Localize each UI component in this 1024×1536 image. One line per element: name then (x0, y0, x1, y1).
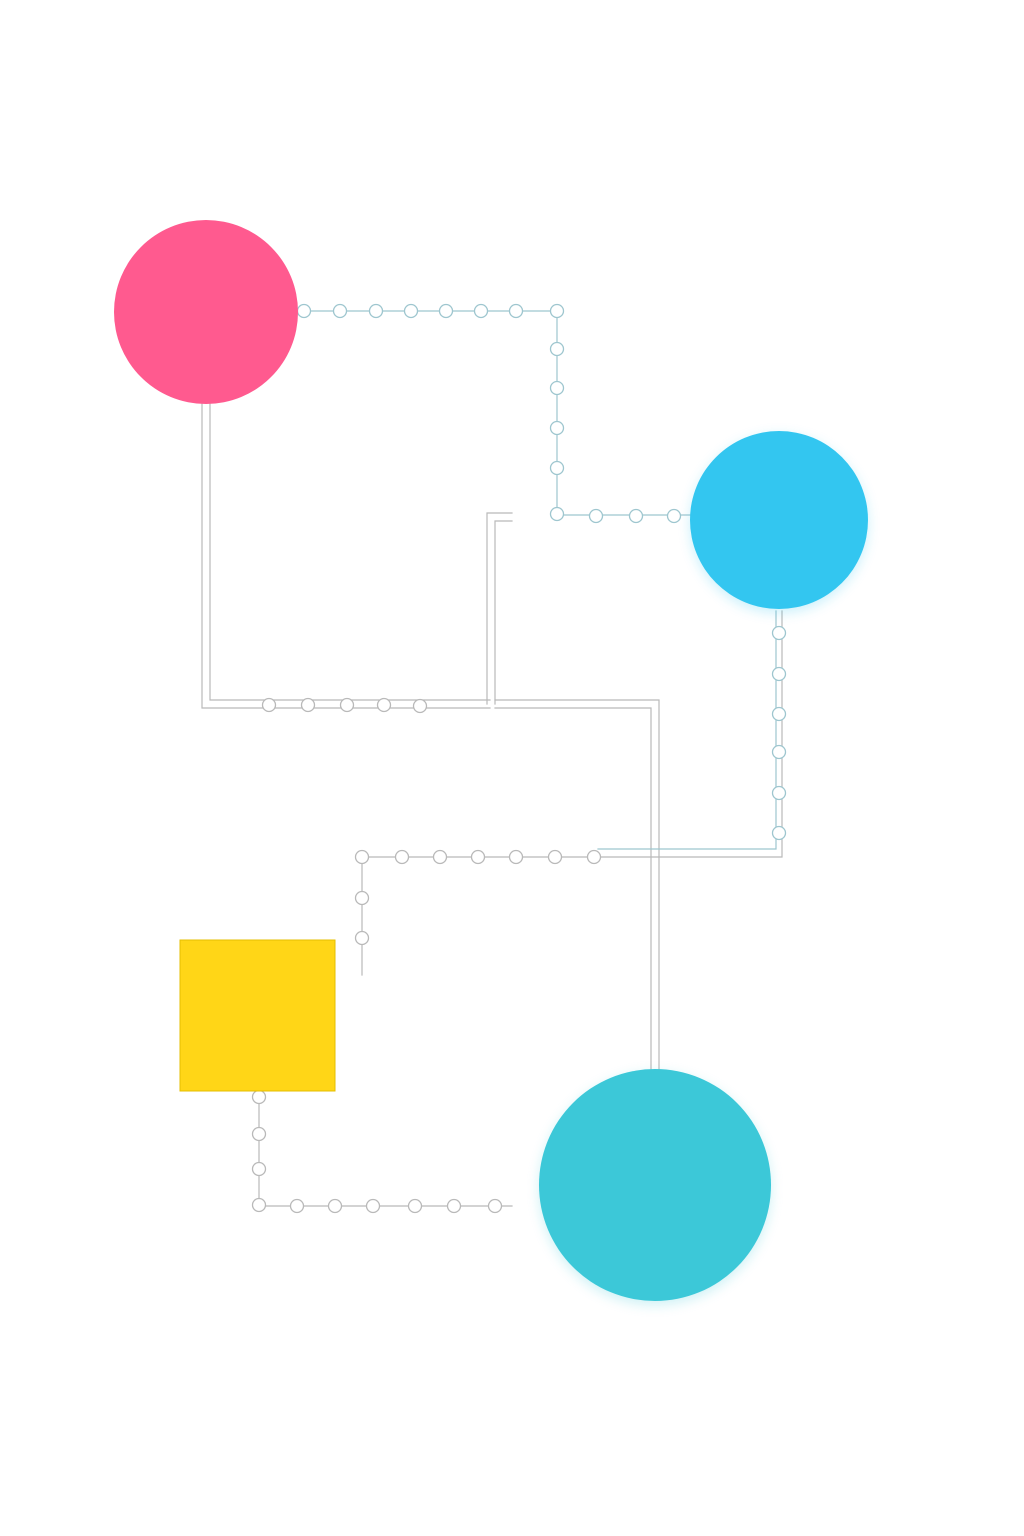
pink-to-junction-bead (261, 697, 277, 713)
pink-to-junction-rail (209, 403, 491, 701)
pink-to-junction-rail (201, 403, 491, 709)
open-branch-left-bead (354, 849, 370, 865)
sky-blue-to-crossing-rail (597, 610, 783, 858)
yellow-to-turquoise-bead (327, 1198, 343, 1214)
yellow-to-turquoise-bead (487, 1198, 503, 1214)
sky-blue-to-crossing-bead (771, 744, 787, 760)
pink-to-junction-bead (300, 697, 316, 713)
pink-to-sky-blue-bead (332, 303, 348, 319)
sky-blue-to-crossing-bead (771, 625, 787, 641)
junction-to-turquoise-rail (494, 699, 660, 1070)
yellow-square (179, 939, 336, 1092)
sky-blue-circle (690, 431, 868, 609)
pink-to-sky-blue-bead (368, 303, 384, 319)
pink-to-sky-blue-bead (549, 303, 565, 319)
pink-to-sky-blue-bead (549, 506, 565, 522)
pink-to-sky-blue-bead (628, 508, 644, 524)
pink-to-junction-bead (412, 698, 428, 714)
pink-to-sky-blue-bead (549, 341, 565, 357)
pink-circle (114, 220, 298, 404)
open-branch-left-bead (508, 849, 524, 865)
junction-to-sky-blue-rail (494, 520, 513, 705)
open-branch-left-bead (432, 849, 448, 865)
yellow-to-turquoise-bead (446, 1198, 462, 1214)
open-branch-left-bead (470, 849, 486, 865)
beads-layer (251, 303, 787, 1214)
turquoise-circle (539, 1069, 771, 1301)
open-branch-left-bead (354, 890, 370, 906)
yellow-to-turquoise-bead (365, 1198, 381, 1214)
sky-blue-to-crossing-bead (771, 785, 787, 801)
pink-to-sky-blue-bead (473, 303, 489, 319)
pink-to-sky-blue-bead (403, 303, 419, 319)
open-branch-left-bead (586, 849, 602, 865)
sky-blue-to-crossing-bead (771, 666, 787, 682)
pink-to-sky-blue-bead (549, 460, 565, 476)
open-branch-left-bead (394, 849, 410, 865)
pink-to-sky-blue-rail (297, 310, 691, 516)
pink-to-sky-blue-bead (508, 303, 524, 319)
yellow-to-turquoise-bead (251, 1126, 267, 1142)
yellow-to-turquoise-rail (258, 1090, 513, 1207)
pink-to-junction-bead (376, 697, 392, 713)
junction-to-sky-blue-rail (486, 512, 513, 705)
yellow-to-turquoise-bead (251, 1161, 267, 1177)
sky-blue-to-crossing-bead (771, 825, 787, 841)
pink-to-sky-blue-bead (438, 303, 454, 319)
sky-blue-to-crossing-bead (771, 706, 787, 722)
pink-to-sky-blue-bead (549, 420, 565, 436)
open-branch-left-rail (361, 856, 599, 976)
yellow-to-turquoise-bead (251, 1197, 267, 1213)
pink-to-sky-blue-bead (666, 508, 682, 524)
nodes-layer (114, 220, 868, 1305)
pink-to-sky-blue-bead (549, 380, 565, 396)
open-branch-left-bead (547, 849, 563, 865)
yellow-to-turquoise-bead (251, 1089, 267, 1105)
pink-to-sky-blue-bead (296, 303, 312, 319)
pink-to-sky-blue-bead (588, 508, 604, 524)
open-branch-left-bead (354, 930, 370, 946)
junction-to-turquoise-rail (494, 707, 652, 1070)
pink-to-junction-bead (339, 697, 355, 713)
yellow-to-turquoise-bead (289, 1198, 305, 1214)
yellow-to-turquoise-bead (407, 1198, 423, 1214)
sky-blue-to-crossing-rail (597, 610, 777, 850)
